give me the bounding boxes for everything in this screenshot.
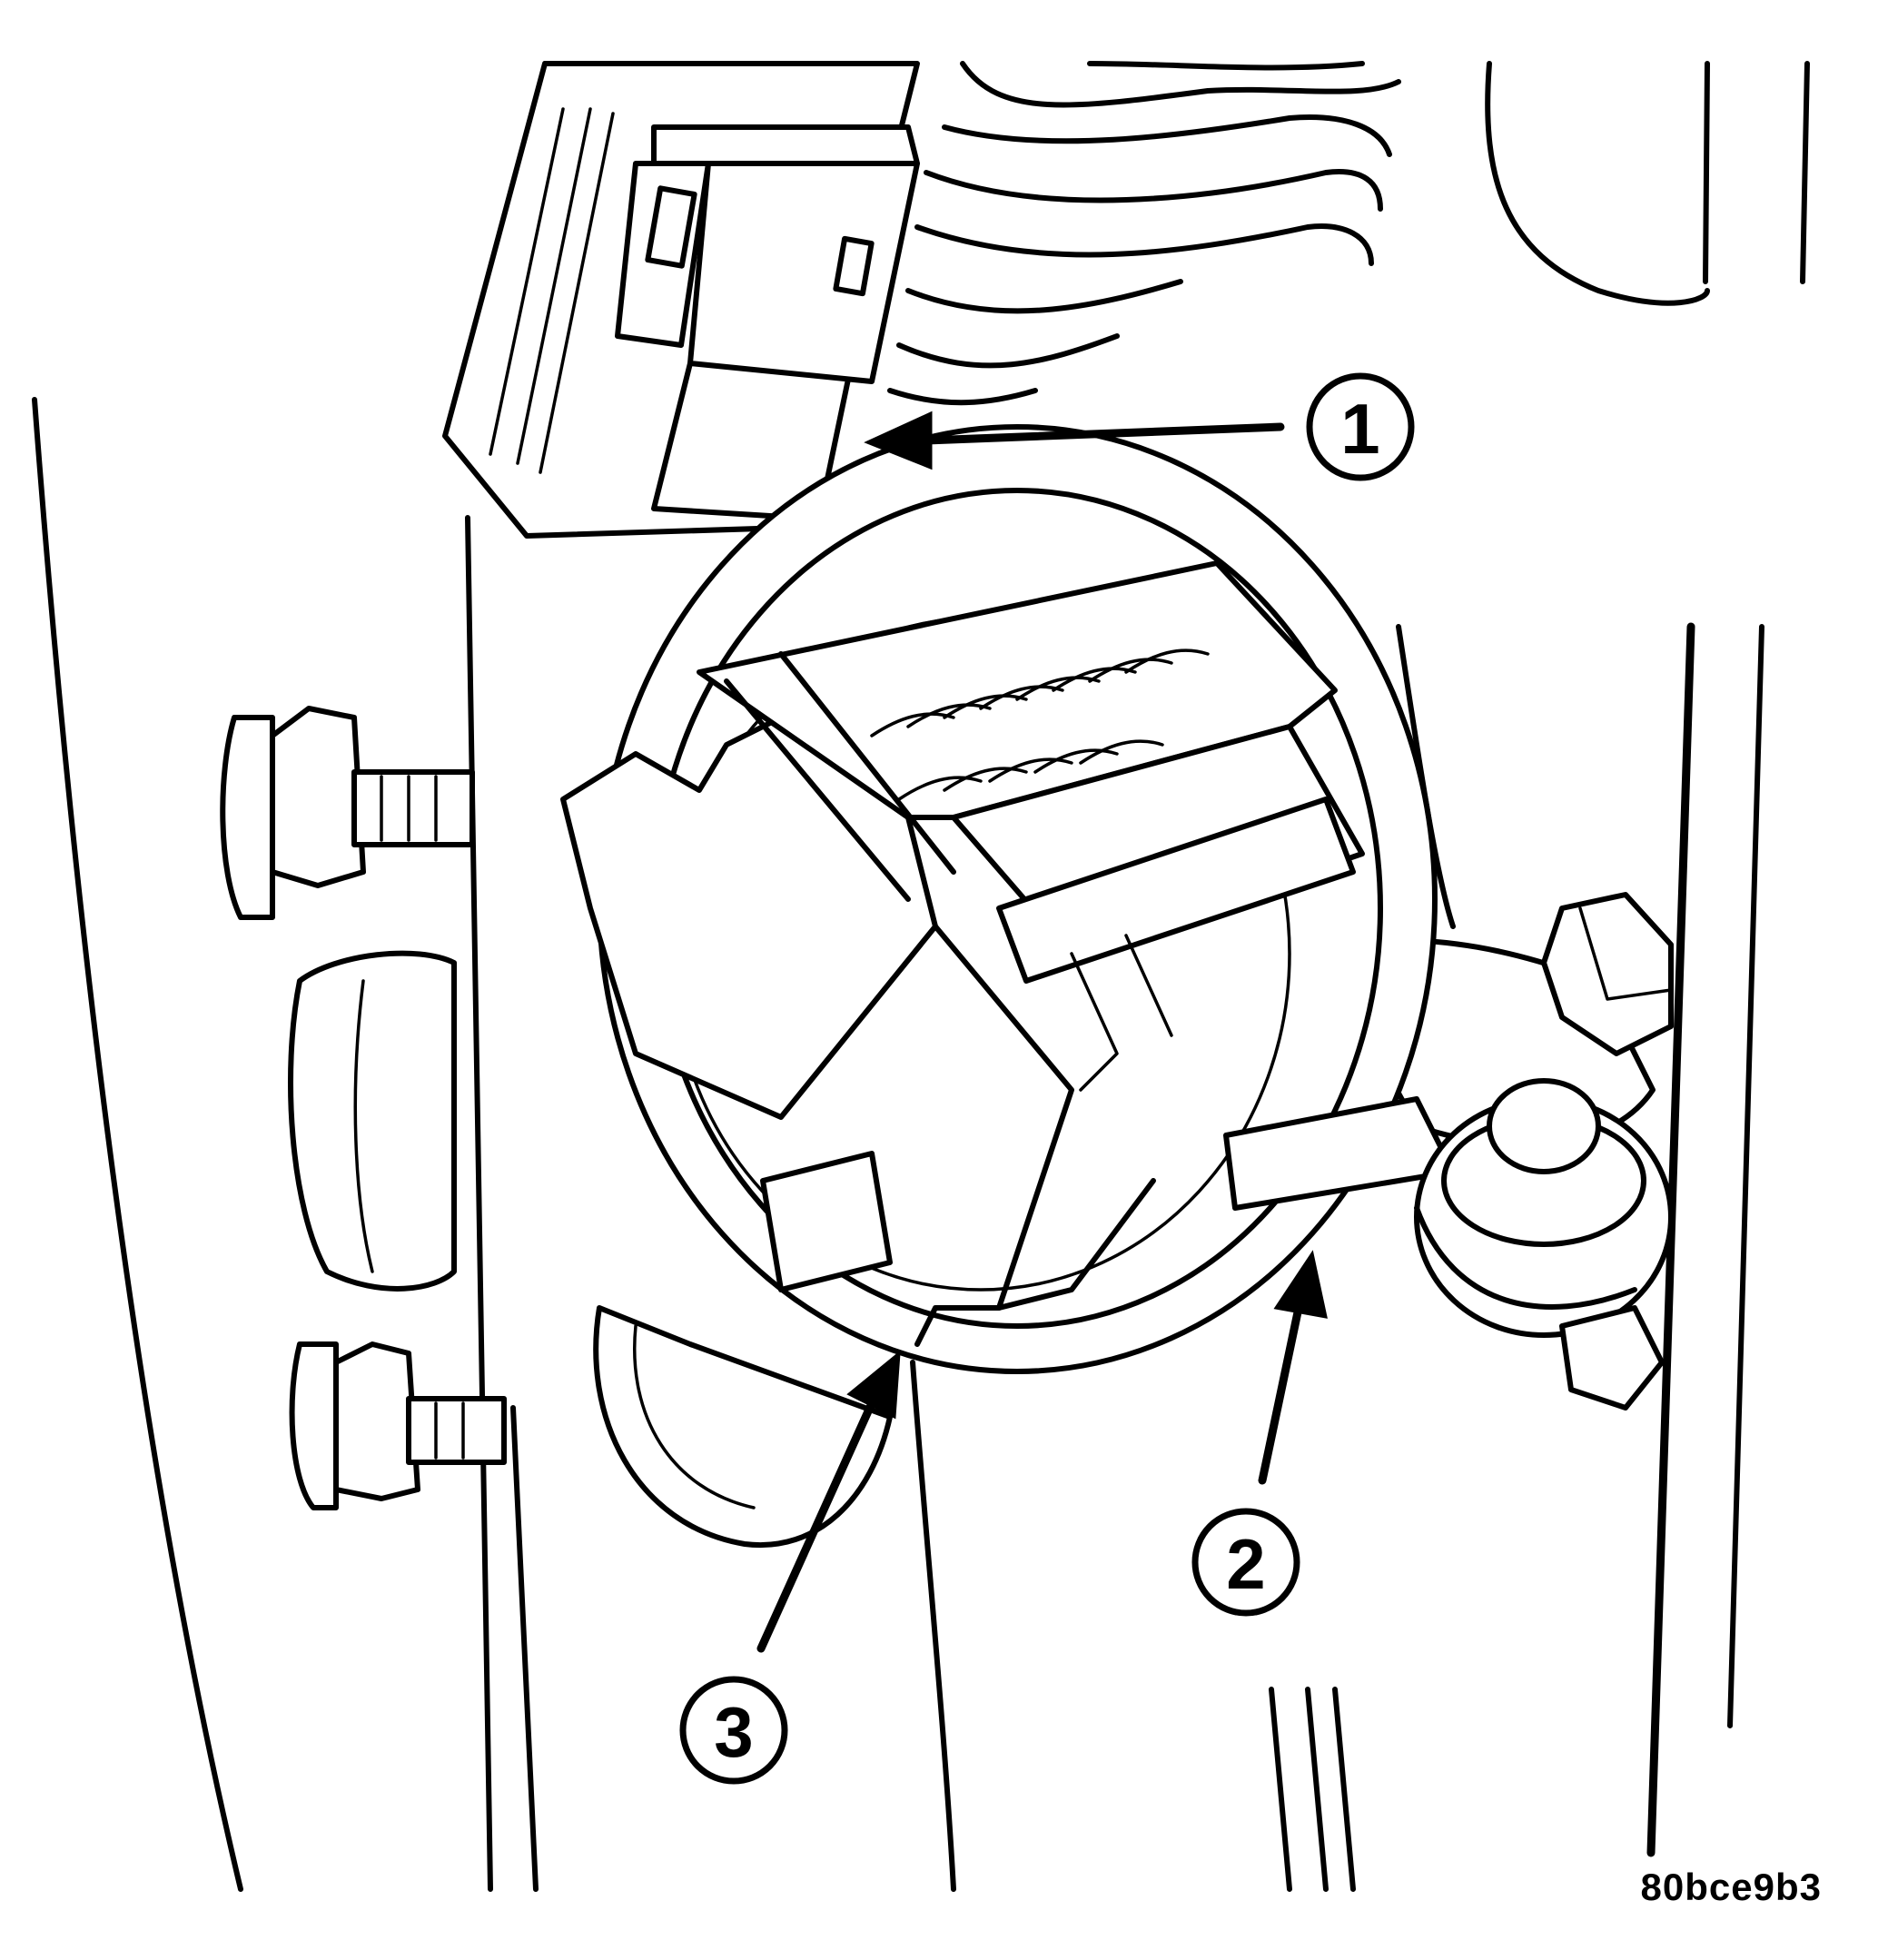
callout-2-circle	[1191, 1508, 1300, 1617]
arrow-2-head	[1273, 1250, 1328, 1319]
pedal-arm	[1223, 1078, 1674, 1338]
callout-2-number: 2	[1226, 1524, 1265, 1604]
arrow-1-head	[864, 411, 933, 470]
leader-arrows	[756, 411, 1328, 1653]
wire-harness	[887, 61, 1401, 406]
arrow-3-head	[846, 1350, 901, 1420]
callout-1-circle	[1306, 372, 1415, 481]
callout-3-number: 3	[714, 1692, 753, 1772]
harness-connector	[442, 61, 920, 539]
callout-1: 1	[1306, 372, 1415, 481]
figure-id-label: 80bce9b3	[1640, 1866, 1822, 1908]
mounting-studs	[220, 706, 1674, 1510]
callout-3-circle	[679, 1676, 788, 1785]
switch-connector	[560, 560, 1365, 1347]
callout-2: 2	[1191, 1508, 1300, 1617]
callout-3: 3	[679, 1676, 788, 1785]
callout-1-number: 1	[1340, 389, 1379, 469]
